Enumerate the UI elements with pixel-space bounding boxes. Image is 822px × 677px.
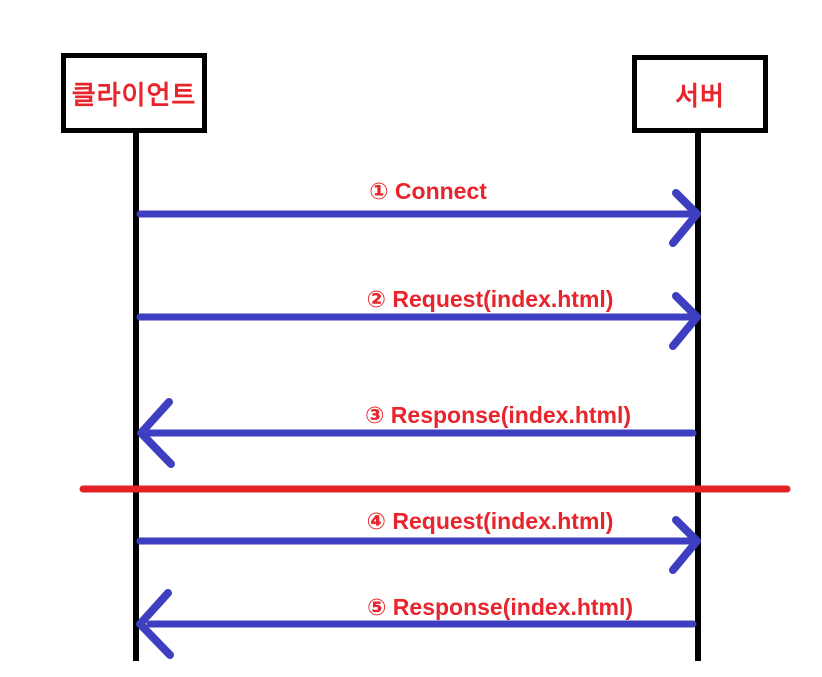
message-arrow-2 [136,292,701,350]
message-label-request-1: ② Request(index.html) [366,286,614,312]
message-arrow-5 [136,589,697,659]
actor-box-server: 서버 [632,55,768,133]
arrow-right-icon [669,292,701,350]
message-label-response-1: ③ Response(index.html) [364,402,632,428]
message-arrow-4 [136,516,701,574]
actor-label-server: 서버 [675,80,725,111]
actor-label-client: 클라이언트 [71,79,197,110]
arrow-right-icon [669,189,701,247]
message-arrow-1 [136,189,701,247]
arrow-right-icon [669,516,701,574]
message-label-request-2: ④ Request(index.html) [366,508,614,534]
actor-box-client: 클라이언트 [61,53,207,133]
message-arrow-3 [137,398,697,468]
message-label-response-2: ⑤ Response(index.html) [366,594,634,620]
arrow-left-icon [136,589,174,659]
message-label-connect: ① Connect [369,178,487,204]
arrow-left-icon [137,398,175,468]
